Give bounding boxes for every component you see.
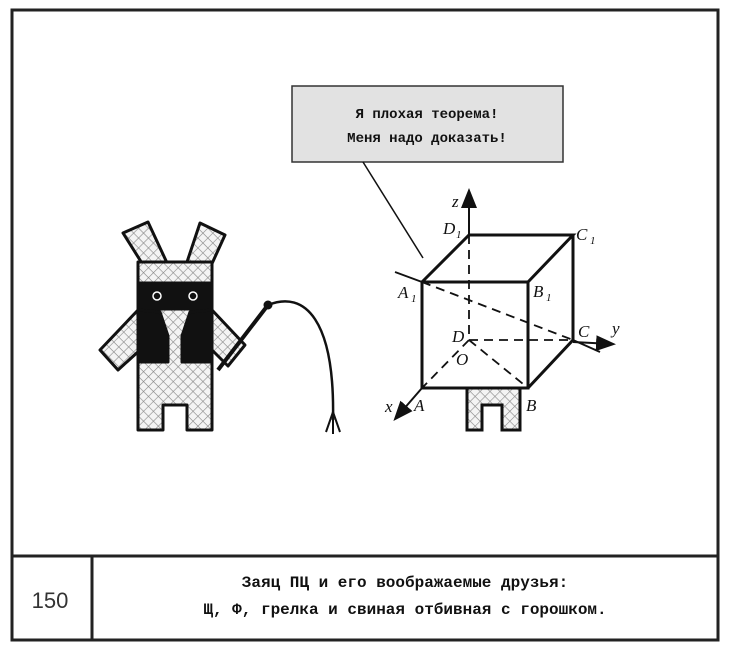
cube-legs bbox=[465, 386, 522, 432]
label-d1-subscript: 1 bbox=[456, 229, 462, 241]
speech-line-1: Я плохая теорема! bbox=[356, 107, 499, 123]
rabbit-character bbox=[98, 220, 247, 432]
whip-lash bbox=[267, 300, 335, 421]
y-axis bbox=[572, 335, 616, 352]
whip-handle bbox=[216, 303, 270, 372]
label-c1: C bbox=[576, 225, 588, 244]
label-a: A bbox=[413, 396, 425, 415]
speech-pointer bbox=[362, 161, 424, 259]
speech-bubble: Я плохая теорема! Меня надо доказать! bbox=[291, 85, 564, 259]
label-y: y bbox=[610, 319, 620, 338]
visible-edges bbox=[420, 233, 577, 390]
diagonal-extension-start bbox=[394, 271, 423, 283]
whip-tassel bbox=[325, 411, 341, 434]
caption-line-2: Щ, Ф, грелка и свиная отбивная с горошко… bbox=[203, 601, 606, 619]
rabbit-vest-left bbox=[136, 308, 170, 364]
rabbit-left-eye bbox=[152, 291, 162, 301]
label-o: O bbox=[456, 350, 468, 369]
label-z: z bbox=[451, 192, 459, 211]
label-b1: B bbox=[533, 282, 544, 301]
speech-bubble-box bbox=[291, 85, 564, 163]
rabbit-left-arm bbox=[98, 308, 142, 372]
cube-character bbox=[393, 188, 616, 432]
label-x: x bbox=[384, 397, 393, 416]
caption-line-1: Заяц ПЦ и его воображаемые друзья: bbox=[242, 574, 568, 592]
rabbit-right-eye bbox=[188, 291, 198, 301]
label-c1-subscript: 1 bbox=[590, 235, 596, 247]
x-axis bbox=[393, 387, 423, 422]
label-d: D bbox=[451, 327, 465, 346]
label-a1-subscript: 1 bbox=[411, 293, 417, 305]
label-b1-subscript: 1 bbox=[546, 292, 552, 304]
label-d1: D bbox=[442, 219, 456, 238]
label-c: C bbox=[578, 322, 590, 341]
rabbit-mask bbox=[136, 281, 214, 311]
page-number: 150 bbox=[32, 588, 69, 613]
label-b: B bbox=[526, 396, 537, 415]
rabbit-vest-right bbox=[180, 308, 214, 364]
hidden-edges bbox=[421, 235, 574, 389]
speech-line-2: Меня надо доказать! bbox=[347, 131, 507, 147]
whip bbox=[216, 300, 341, 434]
panel-frame bbox=[10, 8, 720, 642]
label-a1: A bbox=[397, 283, 409, 302]
